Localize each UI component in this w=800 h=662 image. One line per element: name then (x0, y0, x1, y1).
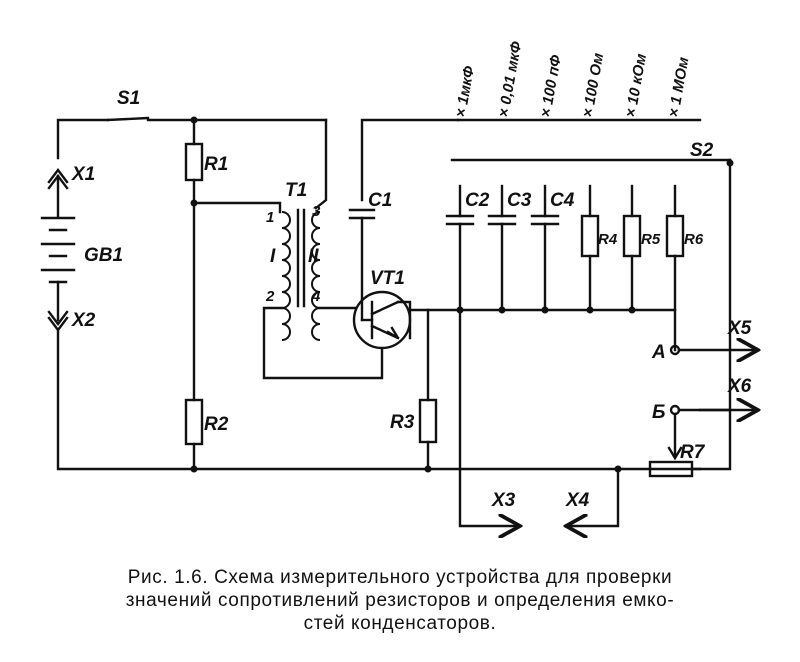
range-label-100pf: × 100 пФ (537, 53, 565, 118)
label-s2: S2 (690, 140, 714, 161)
resistor-r6 (665, 184, 685, 352)
range-switch-s2 (450, 118, 734, 412)
label-node-a: А (651, 342, 666, 363)
label-pin3: 3 (312, 203, 321, 220)
label-gb1: GB1 (84, 245, 123, 266)
label-c1: C1 (368, 190, 392, 211)
label-c3: C3 (507, 190, 532, 211)
resistor-r4 (580, 184, 600, 310)
label-r4: R4 (598, 231, 618, 248)
label-r1: R1 (204, 154, 228, 175)
caption-line-1: Рис. 1.6. Схема измерительного устройств… (127, 567, 673, 588)
label-node-b: Б (652, 402, 665, 423)
figure-caption: Рис. 1.6. Схема измерительного устройств… (40, 566, 760, 635)
caption-line-2: значений сопротивлений резисторов и опре… (125, 590, 675, 611)
label-x4: X4 (565, 490, 590, 511)
capacitor-c2 (445, 184, 475, 310)
label-vt1: VT1 (370, 268, 405, 289)
resistor-r2 (184, 398, 204, 446)
label-winding-2: II (308, 246, 319, 267)
range-labels: × 1мкФ × 0,01 мкФ × 100 пФ × 100 Ом × 10… (452, 40, 692, 119)
range-label-1mohm: × 1 МОм (665, 56, 692, 119)
label-x3: X3 (491, 490, 516, 511)
label-pin4: 4 (311, 288, 321, 305)
r1-r2-branch (184, 116, 282, 473)
label-x1: X1 (71, 164, 95, 185)
resistor-r3 (418, 398, 438, 444)
circuit-schematic: S1 X1 GB1 X2 R1 R2 T1 1 2 3 4 I II (40, 40, 800, 560)
label-x6: X6 (727, 376, 752, 397)
range-label-1uf: × 1мкФ (452, 65, 478, 119)
label-t1: T1 (285, 180, 307, 201)
transformer-t1 (262, 118, 384, 380)
label-c2: C2 (465, 190, 490, 211)
capacitor-c4 (530, 184, 560, 310)
label-winding-1: I (270, 246, 276, 267)
label-r2: R2 (204, 414, 229, 435)
label-r5: R5 (641, 231, 661, 248)
transistor-vt1 (352, 290, 430, 402)
label-x2: X2 (71, 310, 96, 331)
battery-gb1 (40, 216, 76, 284)
range-label-10kohm: × 10 кОм (622, 52, 650, 118)
range-label-100ohm: × 100 Ом (579, 52, 607, 119)
label-r6: R6 (684, 231, 704, 248)
resistor-r1 (184, 142, 204, 182)
label-r3: R3 (390, 412, 415, 433)
label-r7: R7 (680, 442, 706, 463)
range-label-001uf: × 0,01 мкФ (495, 40, 525, 119)
label-pin1: 1 (266, 209, 274, 226)
resistor-r5 (622, 184, 642, 310)
label-x5: X5 (727, 318, 752, 339)
battery-branch (40, 118, 702, 471)
label-pin2: 2 (265, 288, 275, 305)
label-c4: C4 (550, 190, 575, 211)
switch-s1 (106, 116, 328, 122)
capacitor-c3 (487, 184, 517, 310)
caption-line-3: стей конденсаторов. (303, 613, 497, 634)
label-s1: S1 (117, 88, 140, 109)
